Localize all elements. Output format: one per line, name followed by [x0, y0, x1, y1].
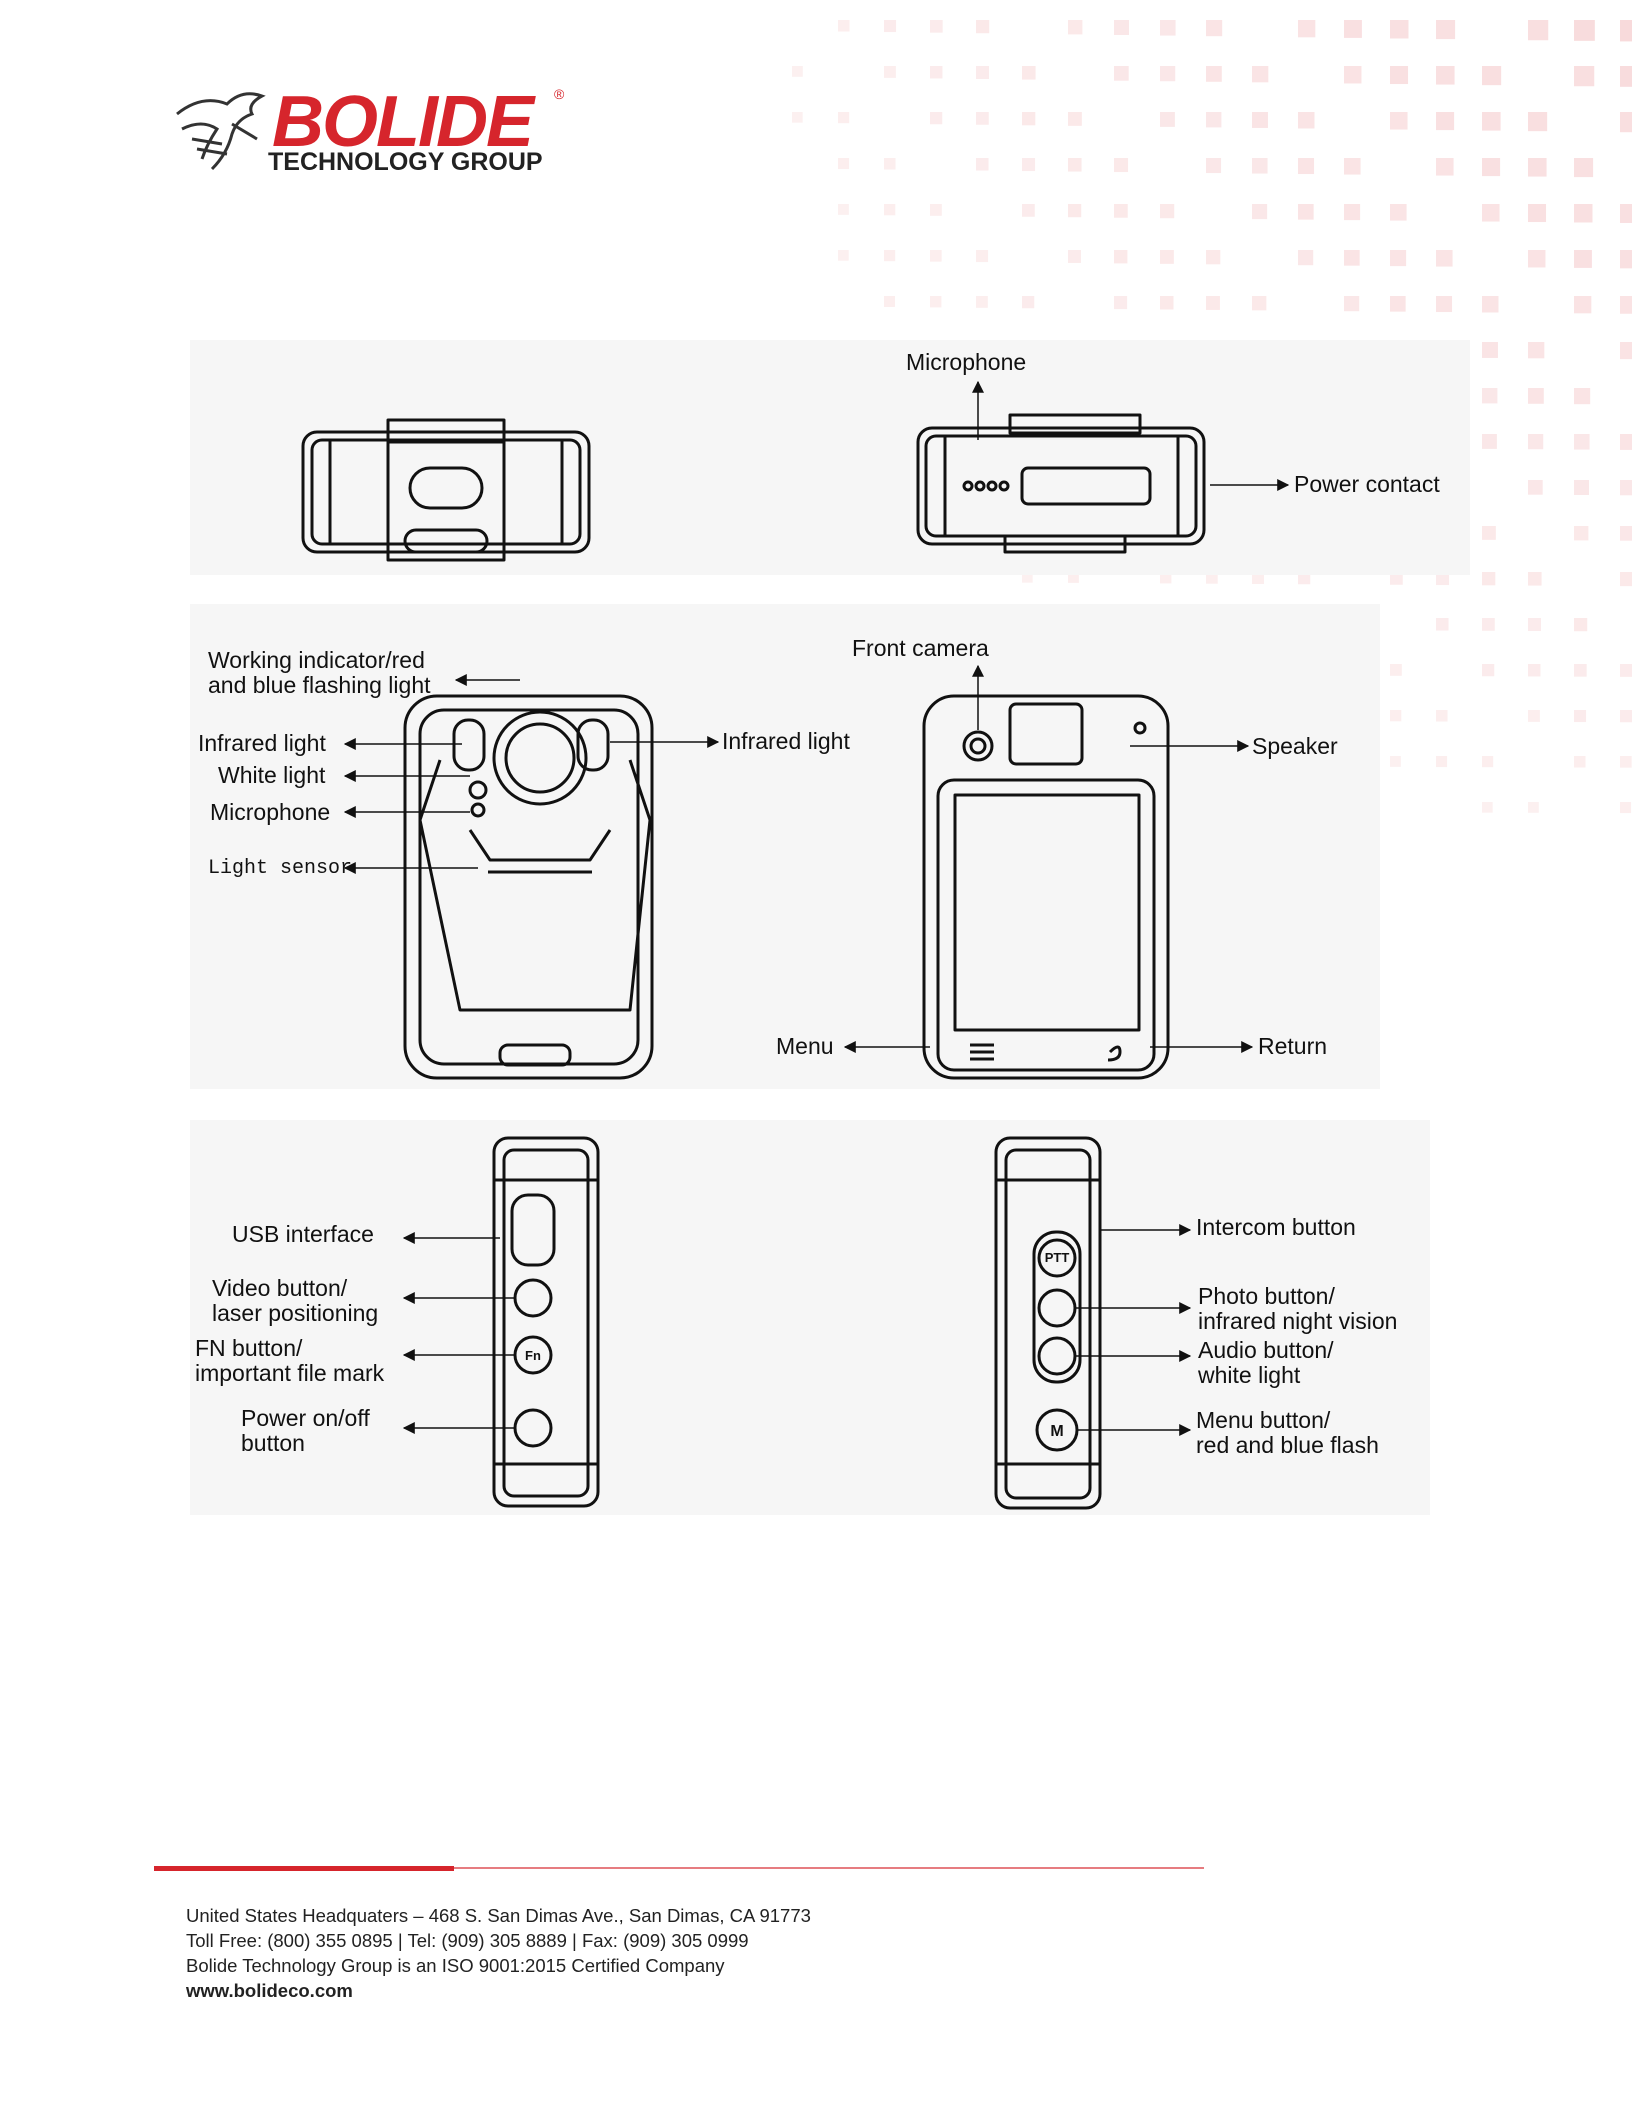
- fn-glyph: Fn: [525, 1348, 541, 1363]
- footer-contact: United States Headquaters – 468 S. San D…: [186, 1903, 811, 2003]
- label-video-button: Video button/laser positioning: [212, 1275, 379, 1326]
- label-fn-button: FN button/important file mark: [195, 1335, 385, 1386]
- label-top-microphone: Microphone: [906, 349, 1027, 375]
- ptt-glyph: PTT: [1045, 1250, 1070, 1265]
- side-view-panel: [190, 1120, 1430, 1515]
- front-view: [403, 694, 654, 1080]
- brand-name: BOLIDE: [272, 82, 534, 162]
- label-usb-interface: USB interface: [232, 1221, 374, 1247]
- label-menu: Menu: [776, 1033, 834, 1059]
- side-view-left: [492, 1136, 600, 1508]
- footer-phones: Toll Free: (800) 355 0895 | Tel: (909) 3…: [186, 1930, 749, 1951]
- label-microphone-front: Microphone: [210, 799, 331, 825]
- front-back-panel: [190, 604, 1380, 1089]
- m-glyph: M: [1050, 1423, 1063, 1440]
- label-speaker: Speaker: [1252, 733, 1338, 759]
- label-infrared-left: Infrared light: [198, 730, 326, 756]
- top-view-left: [301, 418, 591, 562]
- top-view-right: [916, 413, 1206, 554]
- footer-rule-accent: [154, 1866, 454, 1871]
- device-diagram: Fn PTT M: [190, 340, 1470, 1515]
- label-return: Return: [1258, 1033, 1328, 1059]
- footer-rule: [454, 1867, 1204, 1869]
- footer-certification: Bolide Technology Group is an ISO 9001:2…: [186, 1955, 725, 1976]
- footer-website-link[interactable]: www.bolideco.com: [186, 1980, 353, 2001]
- label-photo-button: Photo button/infrared night vision: [1198, 1283, 1398, 1334]
- label-power-contact: Power contact: [1294, 471, 1440, 497]
- label-infrared-right: Infrared light: [722, 728, 850, 754]
- label-front-camera: Front camera: [852, 635, 989, 661]
- bolide-logo: BOLIDE ® TECHNOLOGY GROUP: [172, 84, 592, 184]
- eagle-icon: [176, 92, 266, 171]
- brand-subtitle: TECHNOLOGY GROUP: [268, 148, 543, 176]
- registered-mark: ®: [554, 86, 565, 102]
- label-menu-button: Menu button/red and blue flash: [1196, 1407, 1379, 1458]
- top-view-panel: [190, 340, 1470, 575]
- footer-address: United States Headquaters – 468 S. San D…: [186, 1905, 811, 1926]
- leader-lines: [343, 380, 1290, 1436]
- label-light-sensor: Light sensor: [208, 857, 353, 880]
- label-white-light: White light: [218, 762, 326, 788]
- screen-view: [922, 694, 1170, 1080]
- side-view-right: [994, 1136, 1102, 1510]
- label-intercom-button: Intercom button: [1196, 1214, 1356, 1240]
- label-audio-button: Audio button/white light: [1198, 1337, 1334, 1388]
